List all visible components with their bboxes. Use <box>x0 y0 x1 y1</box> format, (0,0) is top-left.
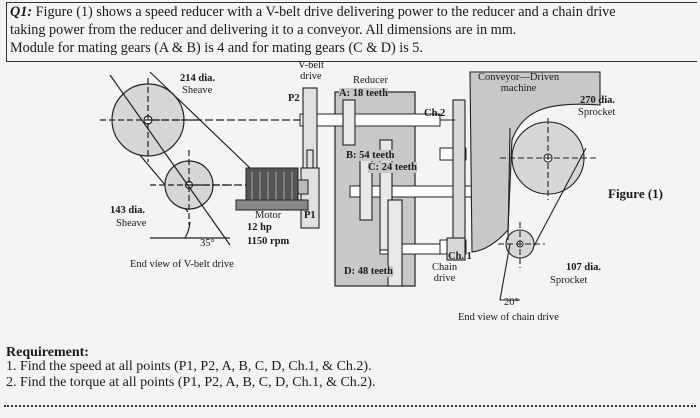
question-label: Q1: <box>10 4 33 20</box>
label-gear-b: B: 54 teeth <box>346 150 395 162</box>
label-gear-c: C: 24 teeth <box>368 162 417 174</box>
label-p2: P2 <box>288 93 300 104</box>
sprocket-ch2-side <box>452 99 466 241</box>
label-reducer: Reducer <box>353 75 388 86</box>
question-text-1: Figure (1) shows a speed reducer with a … <box>35 4 616 20</box>
label-p1: P1 <box>304 210 316 221</box>
label-motor: Motor <box>255 210 282 221</box>
label-ch1: Ch. 1 <box>448 251 472 262</box>
label-107-dia: 107 dia. <box>566 262 602 273</box>
label-270-sprocket: Sprocket <box>578 107 616 118</box>
requirement-item-1: 1. Find the speed at all points (P1, P2,… <box>6 359 372 374</box>
requirement-item-2: 2. Find the torque at all points (P1, P2… <box>6 375 376 390</box>
gear-d <box>387 199 403 287</box>
requirements-heading: Requirement: <box>6 345 89 360</box>
label-chain-angle: 20° <box>504 297 519 308</box>
label-143-sheave: Sheave <box>116 218 147 229</box>
conveyor-machine <box>469 71 601 253</box>
label-chain-drive-text: drive <box>433 273 456 285</box>
label-gear-d: D: 48 teeth <box>344 266 393 278</box>
label-motor-rpm: 1150 rpm <box>247 236 290 247</box>
motor-drawing <box>235 167 309 211</box>
label-conveyor: Conveyor—Driven machine <box>478 72 559 94</box>
sprocket-ch1-side <box>446 237 466 261</box>
label-ch2: Ch.2 <box>424 108 446 119</box>
question-box <box>6 2 697 62</box>
label-chain: Chain <box>432 262 458 273</box>
label-143-dia: 143 dia. <box>110 205 146 216</box>
question-line-3: Module for mating gears (A & B) is 4 and… <box>10 40 423 56</box>
label-belt-angle: 35° <box>200 238 215 249</box>
label-motor-hp: 12 hp <box>247 222 272 233</box>
label-214-sheave: Sheave <box>182 85 213 96</box>
label-machine: machine <box>500 83 537 95</box>
label-conveyor-driven: Conveyor—Driven <box>478 72 560 83</box>
question-line-1: Q1: Figure (1) shows a speed reducer wit… <box>10 4 616 21</box>
label-drive: drive <box>300 71 322 83</box>
figure-title: Figure (1) <box>608 186 663 201</box>
dotted-divider <box>4 405 696 407</box>
label-gear-a: A: 18 teeth <box>339 88 388 100</box>
label-chain-drive: Chain drive <box>432 262 457 284</box>
label-107-sprocket: Sprocket <box>550 275 588 286</box>
question-line-2: taking power from the reducer and delive… <box>10 22 517 38</box>
label-belt-end-view: End view of V-belt drive <box>130 259 234 270</box>
label-270-dia: 270 dia. <box>580 95 616 106</box>
label-vbelt-drive: V-belt drive <box>298 60 324 82</box>
gear-a <box>342 99 356 146</box>
label-vbelt: V-belt <box>298 60 324 71</box>
label-chain-end-view: End view of chain drive <box>458 312 559 323</box>
label-214-dia: 214 dia. <box>180 73 216 84</box>
